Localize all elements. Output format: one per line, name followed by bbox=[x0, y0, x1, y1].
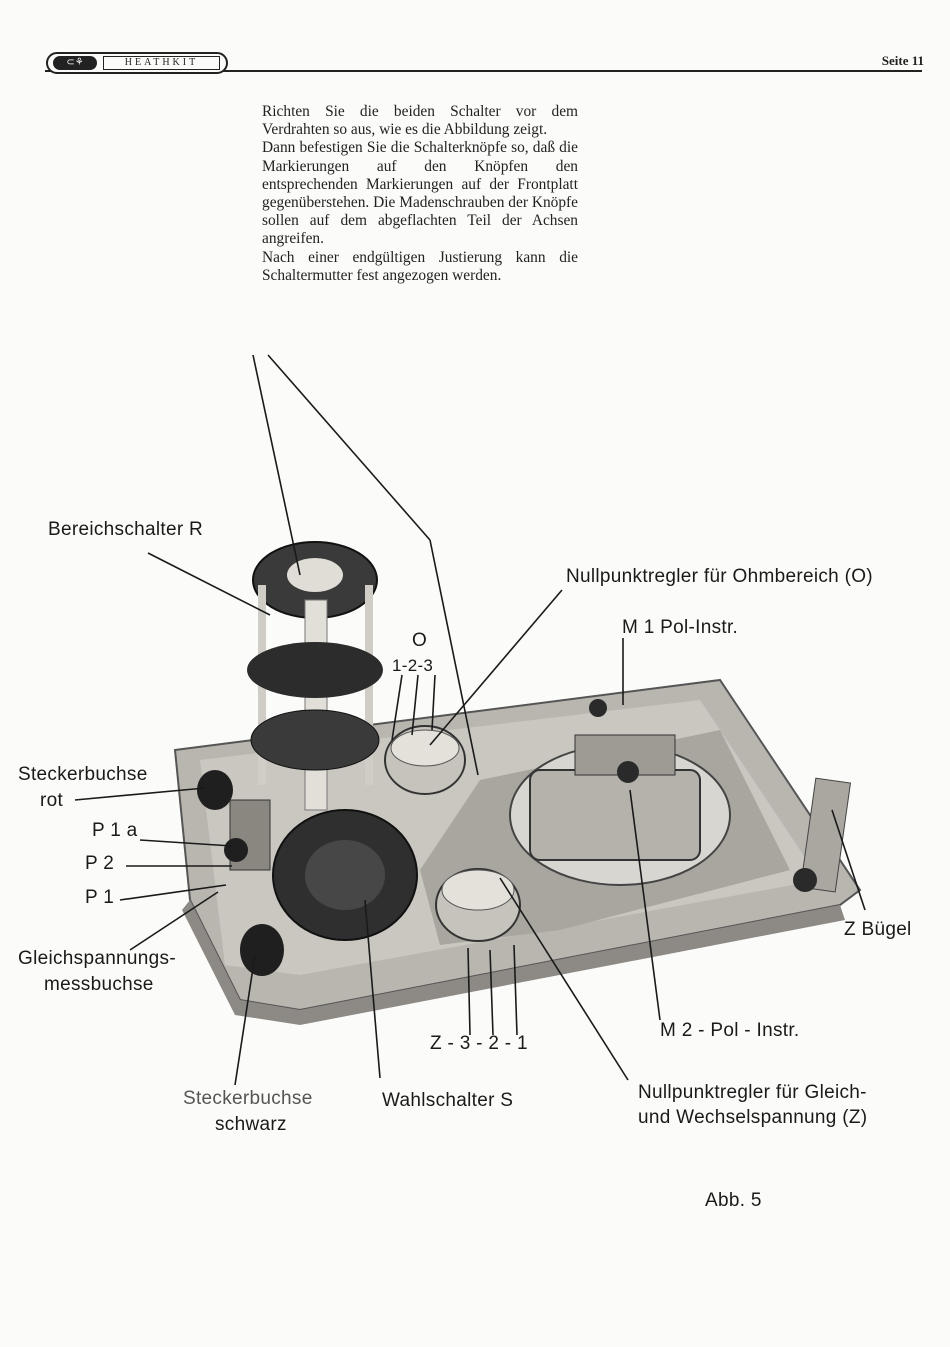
label-m1: M 1 Pol-Instr. bbox=[622, 617, 739, 638]
label-p1a: P 1 a bbox=[92, 820, 138, 841]
z-bracket-nut bbox=[793, 868, 817, 892]
switch-wafer-low bbox=[250, 709, 380, 771]
leader-z-1 bbox=[467, 947, 471, 1036]
label-gleichspannungs-1: Gleichspannungs- bbox=[18, 948, 176, 969]
leader-z-2 bbox=[489, 949, 494, 1036]
z-bracket bbox=[799, 777, 852, 893]
ohm-pot-face bbox=[390, 729, 460, 767]
leader-bereich-1 bbox=[252, 354, 301, 576]
label-wahlschalter: Wahlschalter S bbox=[382, 1090, 514, 1111]
leader-o-3 bbox=[431, 674, 436, 731]
leader-p1 bbox=[119, 884, 227, 901]
leader-rot bbox=[74, 787, 206, 801]
leader-null-z bbox=[499, 877, 629, 1081]
switch-shaft bbox=[304, 599, 328, 811]
black-jack bbox=[240, 924, 284, 976]
label-steckerbuchse-schwarz-1: Steckerbuchse bbox=[183, 1088, 313, 1109]
switch-wafer-mid bbox=[247, 642, 383, 698]
leader-o-2 bbox=[411, 674, 419, 736]
selector-wafer-inner bbox=[305, 840, 385, 910]
label-bereichschalter: Bereichschalter R bbox=[48, 519, 204, 540]
leader-bereich-label bbox=[147, 552, 271, 616]
leader-m2 bbox=[629, 789, 661, 1021]
meter-terminal-2 bbox=[617, 761, 639, 783]
leader-z-3 bbox=[513, 944, 518, 1036]
leader-wahl bbox=[364, 899, 381, 1079]
figure-caption: Abb. 5 bbox=[705, 1190, 762, 1211]
label-steckerbuchse-schwarz-2: schwarz bbox=[215, 1114, 287, 1135]
leader-bereich-2 bbox=[267, 354, 431, 541]
chassis-rim bbox=[182, 900, 845, 1025]
instruction-text: Richten Sie die beiden Schalter vor dem … bbox=[262, 103, 578, 285]
leader-p1a bbox=[139, 839, 233, 847]
header-rule bbox=[45, 70, 922, 72]
label-z-positions: Z - 3 - 2 - 1 bbox=[430, 1033, 528, 1054]
label-nullpunktregler-z-2: und Wechselspannung (Z) bbox=[638, 1107, 868, 1128]
label-m2: M 2 - Pol - Instr. bbox=[660, 1020, 800, 1041]
label-z-buegel: Z Bügel bbox=[844, 919, 912, 940]
label-steckerbuchse-rot-1: Steckerbuchse bbox=[18, 764, 148, 785]
leader-null-ohm bbox=[429, 589, 563, 746]
paragraph-1: Richten Sie die beiden Schalter vor dem … bbox=[262, 103, 578, 139]
logo-mark-icon: ⊂⚘ bbox=[53, 56, 97, 70]
label-o: O bbox=[412, 630, 428, 651]
leader-lines bbox=[74, 354, 866, 1086]
meter-terminal-1 bbox=[589, 699, 607, 717]
label-gleichspannungs-2: messbuchse bbox=[44, 974, 154, 995]
logo-text: HEATHKIT bbox=[103, 56, 220, 70]
leader-o-1 bbox=[391, 674, 403, 741]
z-pot-face bbox=[441, 869, 515, 911]
page-number: Seite 11 bbox=[881, 53, 924, 68]
switch-wafer-top-center bbox=[287, 558, 343, 592]
meter-magnet bbox=[529, 769, 701, 861]
dc-jack bbox=[224, 838, 248, 862]
leader-gleich bbox=[129, 891, 219, 951]
red-jack bbox=[197, 770, 233, 810]
label-p2: P 2 bbox=[85, 853, 115, 874]
label-o-positions: 1-2-3 bbox=[392, 656, 434, 675]
leader-z-buegel bbox=[831, 809, 866, 911]
leader-schwarz bbox=[234, 954, 256, 1086]
leader-bereich-3 bbox=[429, 539, 479, 776]
paragraph-2: Dann befestigen Sie die Schalterknöpfe s… bbox=[262, 139, 578, 248]
label-nullpunktregler-ohm: Nullpunktregler für Ohmbereich (O) bbox=[566, 566, 873, 587]
heathkit-logo: ⊂⚘ HEATHKIT bbox=[46, 52, 228, 74]
label-nullpunktregler-z-1: Nullpunktregler für Gleich- bbox=[638, 1082, 867, 1103]
label-p1: P 1 bbox=[85, 887, 115, 908]
label-steckerbuchse-rot-2: rot bbox=[40, 790, 64, 811]
paragraph-3: Nach einer endgültigen Justierung kann d… bbox=[262, 248, 578, 284]
